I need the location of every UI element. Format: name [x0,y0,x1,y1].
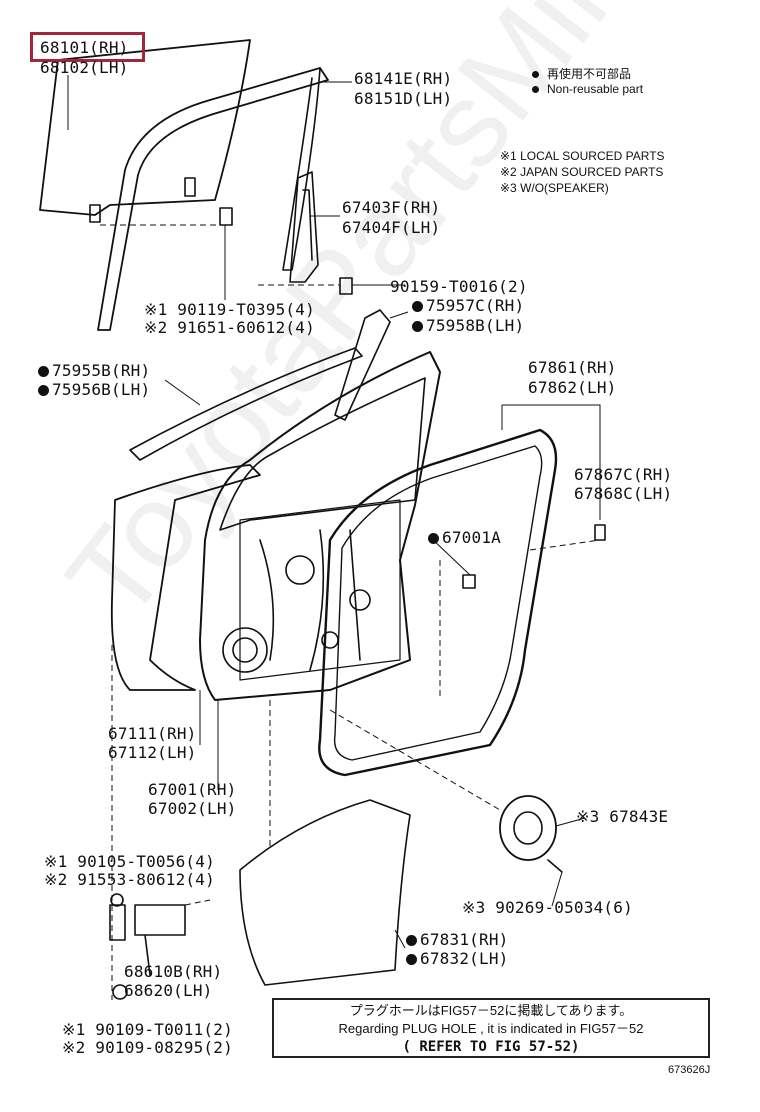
speaker-part [499,795,557,861]
window-channel-part [289,171,319,283]
callout-bolt-c2[interactable]: ※2 91553-80612(4) [44,870,215,889]
reference-note-box: プラグホールはFIG57－52に掲載してあります。 Regarding PLUG… [272,998,710,1058]
legend-jp: 再使用不可部品 [532,66,631,82]
non-reusable-icon [406,954,417,965]
callout-chan-rh[interactable]: 67403F(RH) [342,198,441,217]
callout-bolt-b2[interactable]: ※2 91651-60612(4) [144,318,315,337]
note-line-en: Regarding PLUG HOLE , it is indicated in… [338,1021,644,1036]
callout-film-lh[interactable]: 67832(LH) [406,949,509,968]
note-2: ※2 JAPAN SOURCED PARTS [500,165,664,179]
non-reusable-icon [428,533,439,544]
non-reusable-icon [38,366,49,377]
bullet-icon [532,86,539,93]
weatherstrip-part [318,428,558,777]
callout-belt-lh[interactable]: 75956B(LH) [38,380,150,399]
door-outer-panel-part [110,464,261,691]
callout-ws-rh[interactable]: 67861(RH) [528,358,617,377]
callout-run-lh[interactable]: 68151D(LH) [354,89,453,108]
callout-hinge-rh[interactable]: 67111(RH) [108,724,197,743]
callout-bolt-c1[interactable]: ※1 90105-T0056(4) [44,852,215,871]
callout-clip-lh[interactable]: 67868C(LH) [574,484,673,503]
non-reusable-icon [412,321,423,332]
callout-run-rh[interactable]: 68141E(RH) [354,69,453,88]
callout-ws-lh[interactable]: 67862(LH) [528,378,617,397]
note-1: ※1 LOCAL SOURCED PARTS [500,149,665,163]
belt-moulding-part [129,347,363,461]
callout-screw[interactable]: ※3 90269-05034(6) [462,898,633,917]
callout-molding-rh[interactable]: 75957C(RH) [412,296,524,315]
service-hole-film-part [239,799,411,986]
callout-speaker[interactable]: ※3 67843E [576,807,669,826]
note-3: ※3 W/O(SPEAKER) [500,181,609,195]
callout-bolt-d2[interactable]: ※2 90109-08295(2) [62,1038,233,1057]
note-line-ref[interactable]: ( REFER TO FIG 57-52) [402,1039,580,1055]
non-reusable-icon [38,385,49,396]
figure-id: 673626J [668,1064,711,1076]
callout-panel-rh[interactable]: 67001(RH) [148,780,237,799]
callout-glass-lh[interactable]: 68102(LH) [40,58,129,77]
callout-bolt-d1[interactable]: ※1 90109-T0011(2) [62,1020,233,1039]
note-line-jp: プラグホールはFIG57－52に掲載してあります。 [349,1003,633,1018]
callout-hinge-lh[interactable]: 67112(LH) [108,743,197,762]
non-reusable-icon [412,301,423,312]
callout-bolt-b1[interactable]: ※1 90119-T0395(4) [144,300,315,319]
callout-check-lh[interactable]: 68620(LH) [124,981,213,1000]
door-panel-part [199,351,441,701]
callout-glass-rh[interactable]: 68101(RH) [40,38,129,57]
callout-check-rh[interactable]: 68610B(RH) [124,962,223,981]
callout-nut[interactable]: 67001A [428,528,501,547]
callout-belt-rh[interactable]: 75955B(RH) [38,361,150,380]
highlight-box [30,32,145,62]
callout-molding-lh[interactable]: 75958B(LH) [412,316,524,335]
door-glass-part [39,39,251,216]
callout-bolt-a[interactable]: 90159-T0016(2) [390,277,528,296]
non-reusable-icon [406,935,417,946]
bullet-icon [532,71,539,78]
legend-en: Non-reusable part [532,81,643,97]
callout-panel-lh[interactable]: 67002(LH) [148,799,237,818]
callout-chan-lh[interactable]: 67404F(LH) [342,218,441,237]
callout-film-rh[interactable]: 67831(RH) [406,930,509,949]
callout-clip-rh[interactable]: 67867C(RH) [574,465,673,484]
glass-run-part [97,67,329,331]
